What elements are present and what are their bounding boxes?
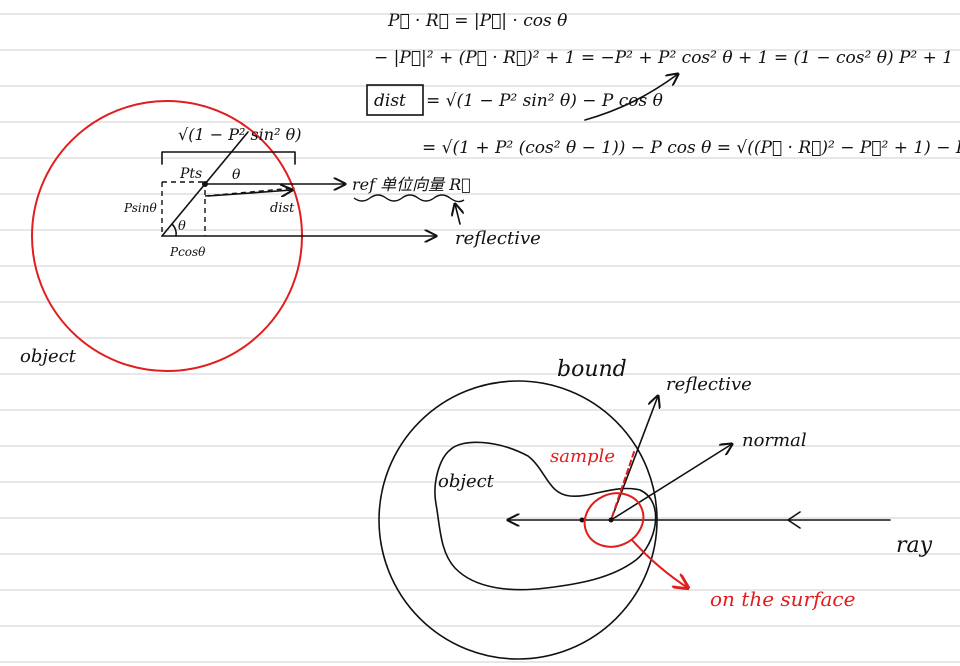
- theta-lower-label: θ: [178, 219, 186, 234]
- ref-label: ref 单位向量 R⃗: [352, 175, 471, 194]
- equation-line-2: − |P⃗|² + (P⃗ · R⃗)² + 1 = −P² + P² cos²…: [374, 48, 953, 68]
- equation-block: P⃗ · R⃗ = |P⃗| · cos θ − |P⃗|² + (P⃗ · R…: [366, 11, 960, 158]
- ray-label: ray: [896, 533, 933, 558]
- object-blob: [434, 441, 657, 591]
- dashed-dist-guide: [204, 187, 296, 197]
- dist-label: dist: [270, 201, 295, 216]
- surface-label: on the surface: [710, 587, 855, 611]
- pcos-label: Pcosθ: [169, 245, 206, 259]
- vector-to-surface: [204, 131, 249, 185]
- ray-point-inner: [579, 517, 585, 523]
- vector-p: [161, 183, 206, 237]
- equation-line-4: = √(1 + P² (cos² θ − 1)) − P cos θ = √((…: [422, 138, 960, 158]
- pts-label: Pts: [179, 166, 202, 182]
- equation-line-1: P⃗ · R⃗ = |P⃗| · cos θ: [387, 11, 567, 31]
- reflective-bottom-label: reflective: [666, 374, 752, 395]
- reflective-label: reflective: [455, 228, 541, 249]
- sqrt-brace: [161, 151, 296, 165]
- dist-arrow: [207, 190, 292, 196]
- sample-dashes: [610, 451, 635, 521]
- surface-zone-loop: [583, 492, 645, 548]
- sqrt-label: √(1 − P² sin² θ): [178, 125, 301, 144]
- reflective-bottom-arrow: [610, 396, 658, 521]
- bound-label: bound: [557, 357, 627, 382]
- ruled-lines: [0, 13, 960, 663]
- top-diagram: √(1 − P² sin² θ) Pts θ ref 单位向量 R⃗ dist …: [20, 100, 541, 372]
- theta-lower-arc: [171, 223, 177, 237]
- normal-arrow: [610, 444, 732, 521]
- equation-connector-arrow: [584, 74, 678, 121]
- object-label-top: object: [20, 346, 77, 367]
- psin-label: Psinθ: [123, 201, 157, 215]
- ray-mid-arrowhead: [787, 511, 801, 529]
- ref-squiggle: [353, 194, 465, 203]
- reflective-pointer-arrow: [455, 204, 460, 225]
- equation-line-3: = √(1 − P² sin² θ) − P cos θ: [426, 91, 663, 111]
- object-label-bottom: object: [438, 471, 495, 492]
- surface-callout-arrow: [631, 539, 688, 588]
- normal-label: normal: [742, 430, 807, 451]
- sample-label: sample: [550, 446, 615, 467]
- theta-upper-label: θ: [232, 167, 241, 183]
- equation-line-3-label: dist: [374, 91, 406, 111]
- bottom-diagram: bound object ray reflective normal sampl…: [378, 357, 933, 660]
- dist-box: [366, 84, 424, 116]
